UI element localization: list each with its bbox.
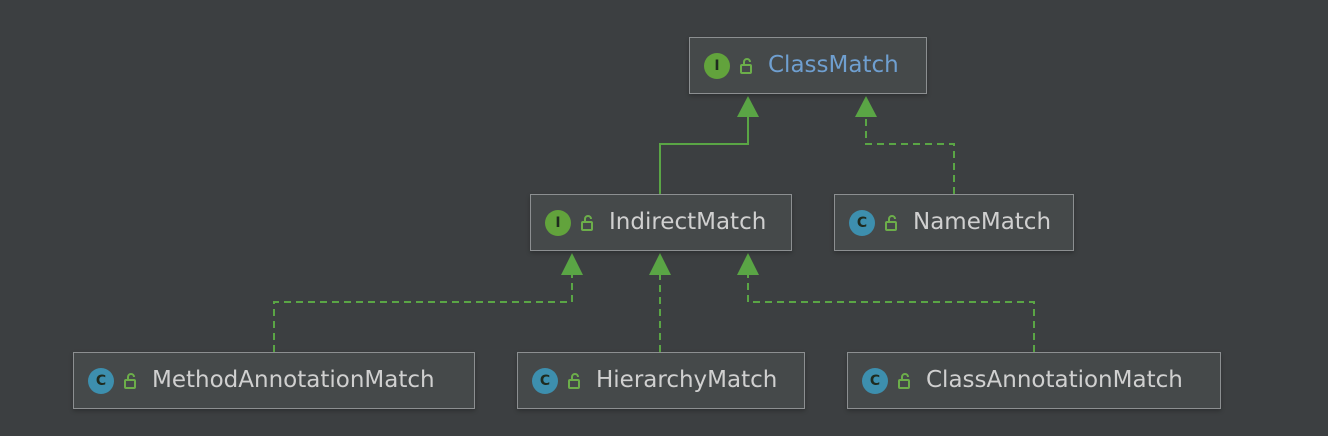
arrowhead-indirectmatch-right [737,253,759,275]
interface-icon: I [704,52,730,79]
node-label: ClassAnnotationMatch [926,367,1183,393]
lock-icon [898,372,914,389]
arrowhead-indirectmatch-left [561,253,583,275]
lock-icon [885,214,901,231]
class-icon: C [532,367,558,394]
lock-icon [581,214,597,231]
arrowhead-classmatch-left [737,96,759,117]
node-label: HierarchyMatch [596,367,778,393]
node-label: MethodAnnotationMatch [152,367,435,393]
lock-icon [124,372,140,389]
class-icon: C [862,367,888,394]
node-label: NameMatch [913,209,1052,235]
node-label: IndirectMatch [609,209,767,235]
edge-classannotationmatch-to-indirectmatch [747,274,1035,352]
lock-icon [740,57,756,74]
class-icon: C [88,367,114,394]
edge-methodannotationmatch-to-indirectmatch [273,274,573,352]
arrowhead-indirectmatch-center [649,253,671,275]
edge-namematch-to-classmatch [865,116,955,194]
node-indirectmatch[interactable]: I IndirectMatch [530,194,792,251]
edge-indirectmatch-to-classmatch [659,116,749,194]
lock-icon [568,372,584,389]
interface-icon: I [545,209,571,236]
node-classmatch[interactable]: I ClassMatch [689,37,927,94]
node-methodannotationmatch[interactable]: C MethodAnnotationMatch [73,352,475,409]
node-namematch[interactable]: C NameMatch [834,194,1074,251]
node-label: ClassMatch [768,52,899,78]
node-hierarchymatch[interactable]: C HierarchyMatch [517,352,805,409]
class-icon: C [849,209,875,236]
arrowhead-classmatch-right [855,96,877,117]
node-classannotationmatch[interactable]: C ClassAnnotationMatch [847,352,1221,409]
